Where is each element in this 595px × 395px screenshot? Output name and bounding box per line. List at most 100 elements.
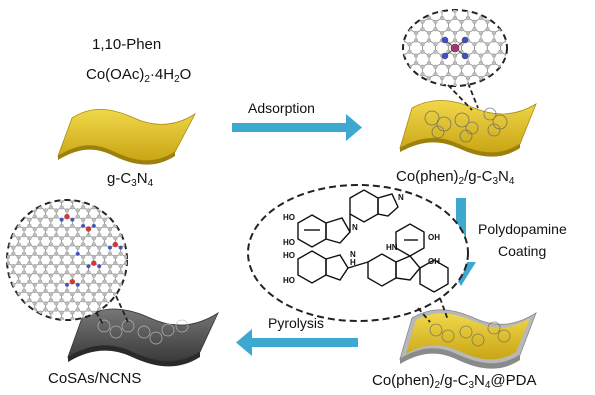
phen-bond: [481, 97, 487, 101]
phen-carbon-atom: [491, 38, 497, 43]
lattice-bond: [88, 200, 95, 202]
lattice-cobalt-atom: [85, 226, 92, 232]
lattice-nitrogen-atom: [75, 282, 80, 287]
lattice-carbon-atom: [81, 236, 86, 241]
lattice-carbon-atom: [16, 279, 21, 284]
phen-carbon-atom: [460, 5, 464, 9]
phen-carbon-atom: [413, 83, 419, 86]
lattice-carbon-atom: [124, 254, 127, 259]
gcn-s2: 4: [147, 178, 154, 189]
phen-carbon-atom: [485, 42, 490, 47]
lattice-carbon-atom: [54, 226, 59, 232]
lattice-carbon-atom: [130, 271, 134, 275]
lattice-carbon-atom: [54, 233, 59, 238]
lattice-carbon-atom: [1, 271, 5, 275]
phen-bond: [403, 40, 404, 45]
lattice-carbon-atom: [70, 205, 75, 210]
cophen-pda-mid2: N: [474, 372, 485, 389]
lattice-bond: [45, 200, 52, 202]
phen-carbon-atom: [491, 30, 497, 36]
lattice-carbon-atom: [107, 226, 113, 232]
lattice-bond: [23, 206, 30, 211]
lattice-carbon-atom: [75, 226, 80, 232]
lattice-carbon-atom: [38, 292, 43, 297]
lattice-carbon-atom: [64, 307, 70, 312]
phen-carbon-atom: [459, 72, 464, 77]
phen-carbon-atom: [465, 60, 471, 66]
lattice-carbon-atom: [16, 242, 21, 247]
phen-carbon-atom: [413, 10, 419, 13]
lattice-carbon-atom: [81, 242, 86, 247]
phen-carbon-atom: [491, 15, 497, 21]
lattice-carbon-atom: [81, 217, 86, 222]
lattice-carbon-atom: [27, 217, 32, 222]
lattice-carbon-atom: [32, 288, 37, 294]
pda-label-n-1: N: [352, 223, 358, 232]
lattice-bond: [45, 318, 52, 320]
lattice-nitrogen-atom: [124, 236, 127, 241]
cophen-molecules-on-sheet: [424, 107, 508, 143]
lattice-carbon-atom: [48, 310, 53, 315]
lattice-carbon-atom: [54, 301, 59, 306]
phen-carbon-atom: [465, 15, 471, 21]
phen-carbon-atom: [486, 5, 490, 9]
lattice-carbon-atom: [70, 223, 75, 228]
phen-carbon-atom: [478, 38, 484, 43]
lattice-carbon-atom: [86, 200, 91, 201]
phen-carbon-atom: [486, 0, 490, 1]
phen-carbon-atom: [465, 75, 471, 81]
phen-carbon-atom: [433, 49, 438, 54]
lattice-carbon-atom: [38, 279, 43, 284]
lattice-carbon-atom: [43, 233, 48, 238]
lattice-carbon-atom: [91, 298, 96, 303]
lattice-carbon-atom: [38, 261, 43, 266]
lattice-carbon-atom: [86, 301, 91, 306]
lattice-carbon-atom: [97, 301, 102, 306]
lattice-carbon-atom: [32, 301, 37, 306]
lattice-carbon-atom: [64, 264, 70, 269]
lattice-carbon-atom: [7, 261, 10, 266]
lattice-carbon-atom: [97, 214, 102, 219]
label-gcn: g-C3N4: [107, 170, 154, 189]
lattice-bond: [82, 200, 89, 202]
phen-bond: [435, 10, 443, 11]
phen-bond: [415, 10, 423, 11]
lattice-carbon-atom: [97, 208, 102, 213]
lattice-carbon-atom: [130, 252, 134, 256]
label-pyrolysis: Pyrolysis: [268, 315, 325, 331]
label-cophen: Co(phen)2/g-C3N4: [396, 168, 514, 187]
phen-bond: [493, 73, 501, 79]
phen-nitrogen-atom: [441, 52, 449, 60]
lattice-carbon-atom: [48, 261, 53, 266]
phen-carbon-atom: [407, 42, 412, 47]
lattice-carbon-atom: [54, 288, 59, 294]
phen-carbon-atom: [433, 72, 438, 77]
phen-carbon-atom: [413, 15, 419, 21]
lattice-carbon-atom: [48, 298, 53, 303]
lattice-carbon-atom: [21, 245, 27, 250]
lattice-carbon-atom: [107, 264, 113, 269]
phen-carbon-atom: [434, 5, 438, 9]
lattice-cobalt-atom: [64, 213, 70, 220]
lattice-carbon-atom: [48, 205, 53, 210]
phen-carbon-atom: [407, 19, 412, 24]
lattice-nitrogen-atom: [70, 217, 75, 222]
lattice-carbon-atom: [70, 310, 75, 315]
cobalt-salt-sub: 2: [144, 74, 150, 85]
phen-carbon-atom: [439, 75, 445, 81]
lattice-carbon-atom: [59, 223, 64, 228]
lattice-carbon-atom: [27, 242, 32, 247]
lattice-carbon-atom: [102, 292, 107, 297]
reagent-cobalt-salt: Co(OAc)2·4H2O: [86, 66, 191, 85]
phen-carbon-atom: [421, 0, 425, 1]
lattice-carbon-atom: [38, 254, 43, 259]
lattice-carbon-atom: [107, 270, 113, 275]
lattice-carbon-atom: [21, 288, 27, 294]
phen-carbon-atom: [426, 83, 432, 86]
lattice-carbon-atom: [91, 292, 96, 297]
lattice-carbon-atom: [81, 254, 86, 259]
lattice-carbon-atom: [54, 245, 59, 250]
phen-bond: [474, 10, 482, 11]
phen-carbon-atom: [472, 72, 477, 77]
lattice-carbon-atom: [21, 233, 27, 238]
